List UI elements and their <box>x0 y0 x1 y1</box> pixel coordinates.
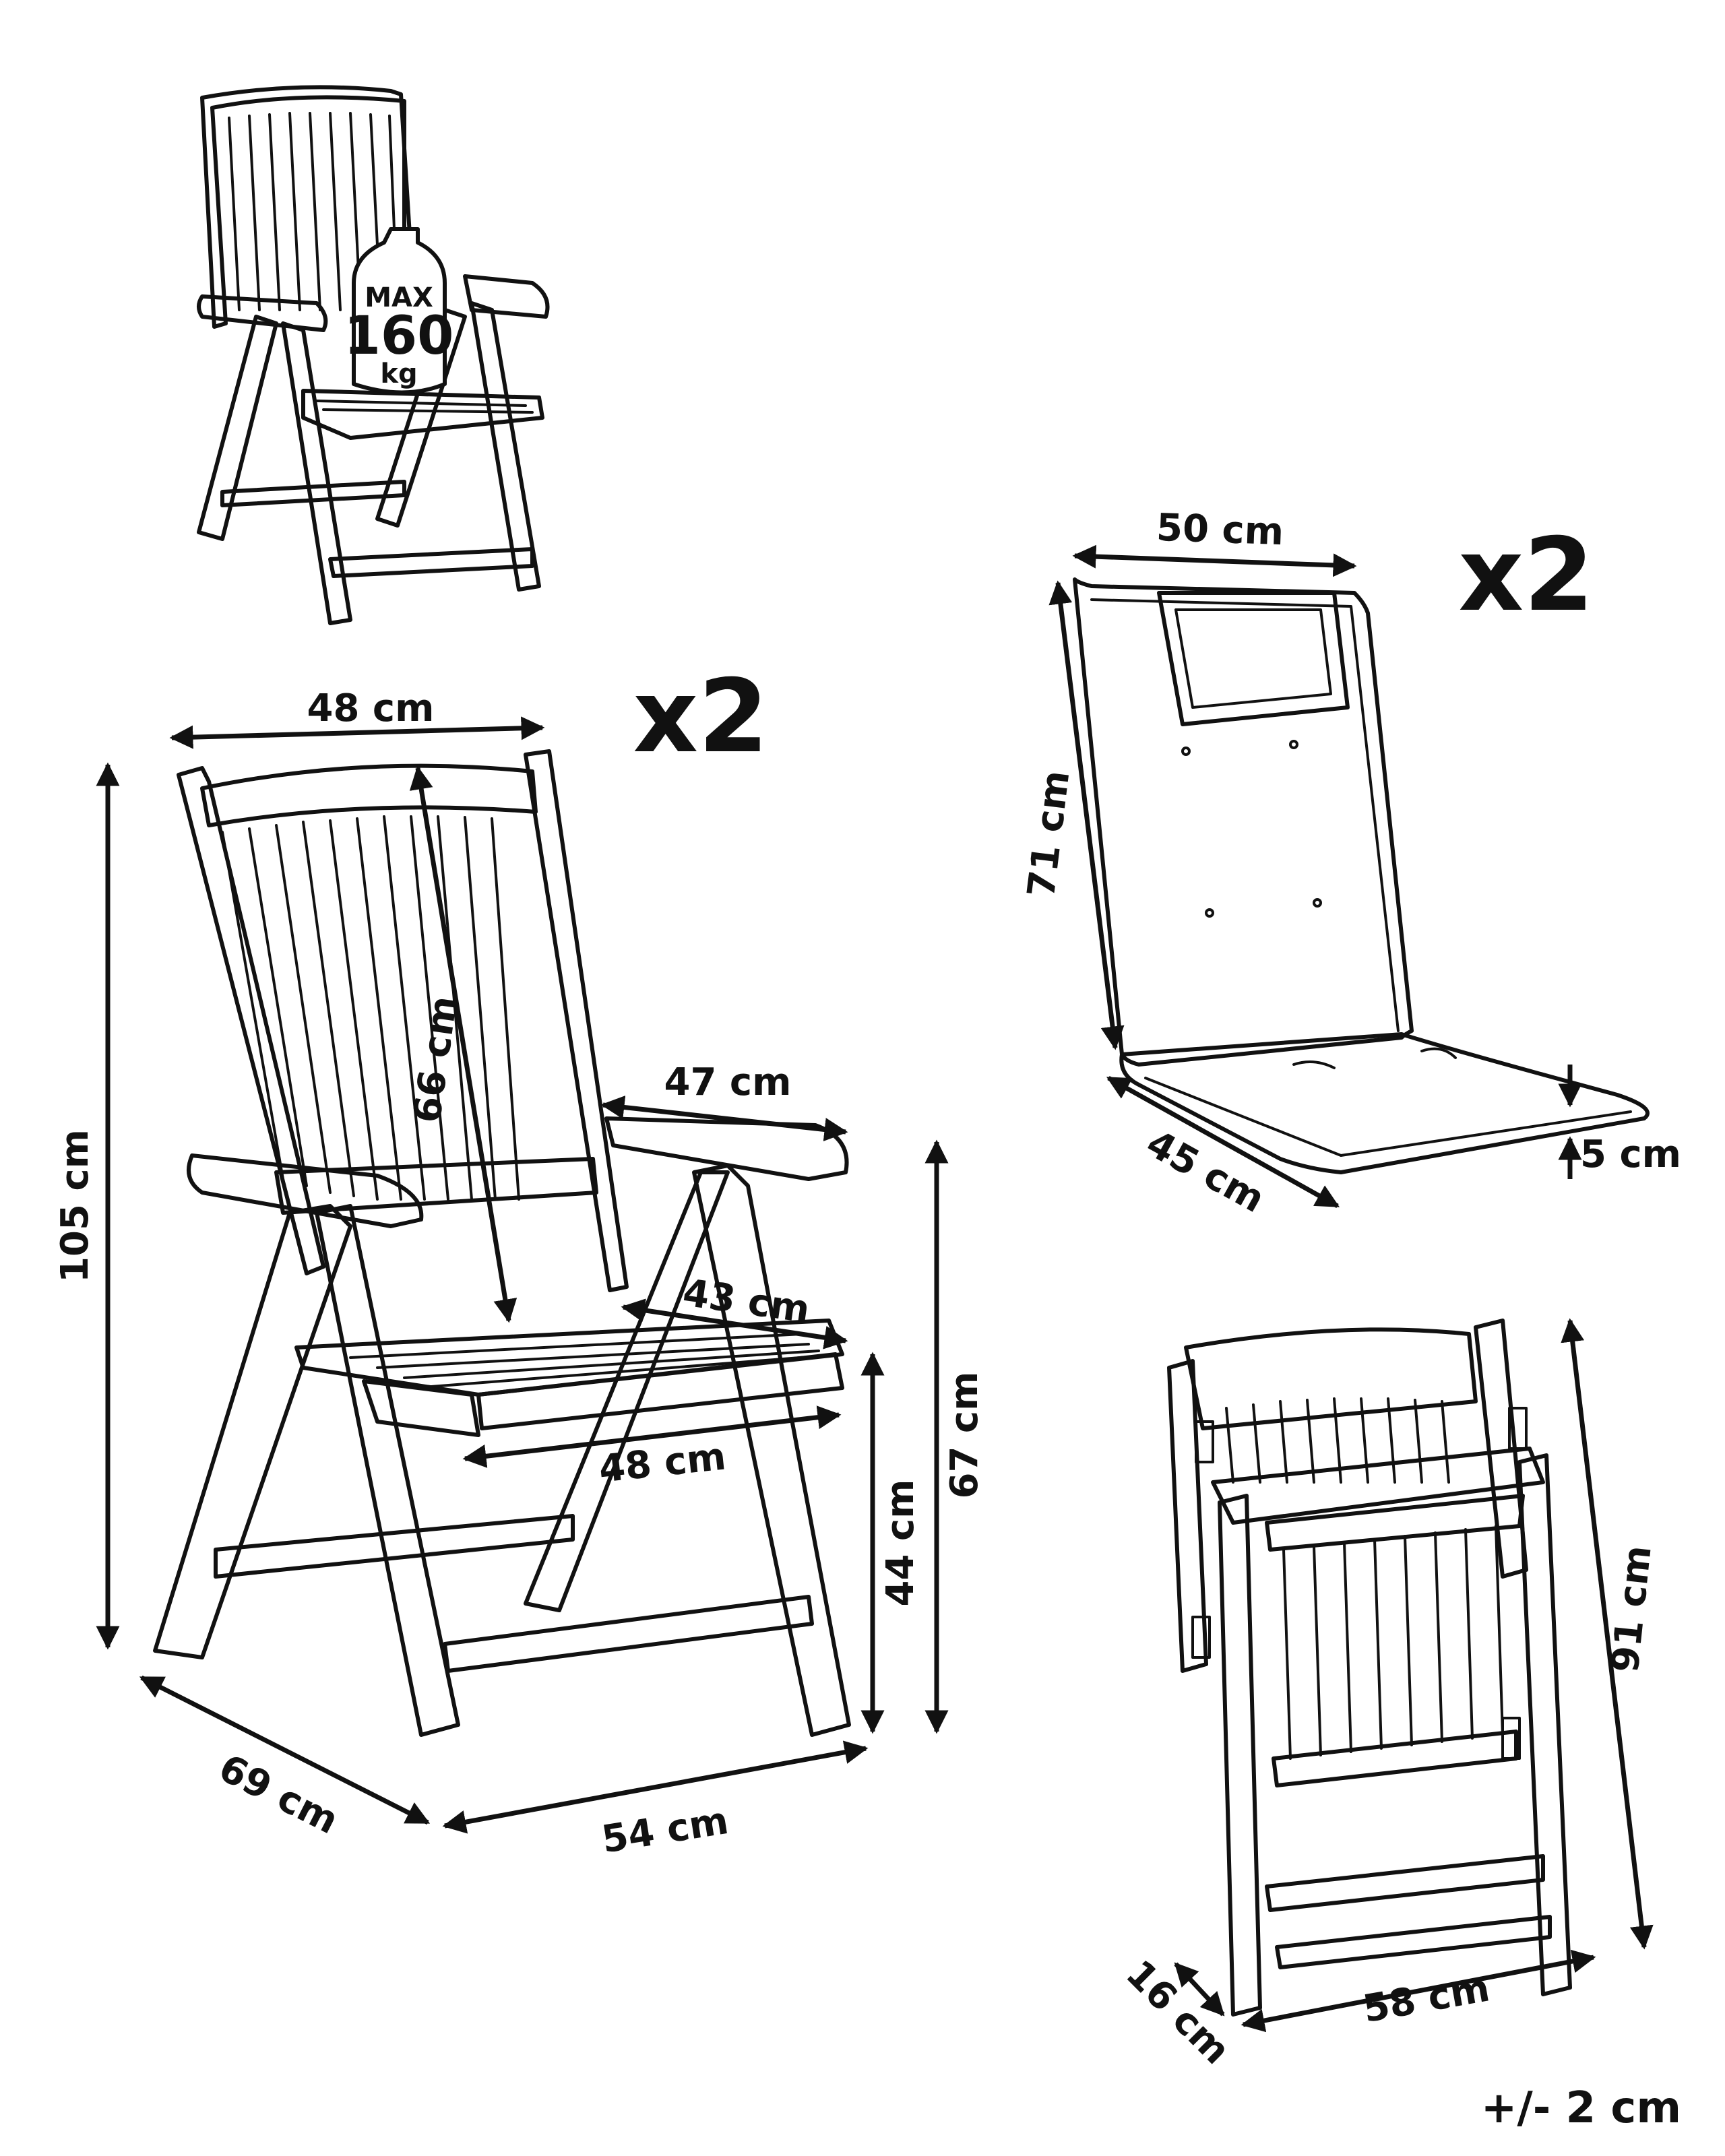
chair-seat-height-label: 44 cm <box>879 1480 922 1607</box>
folded-height-label: 91 cm <box>1603 1544 1660 1675</box>
cushion-width-label: 50 cm <box>1156 506 1284 554</box>
folded-chair-dimension-arrows <box>1174 1318 1654 2033</box>
tolerance-note: +/- 2 cm <box>1481 2083 1681 2133</box>
chair-multiplier: x2 <box>633 658 768 775</box>
cushion-thickness-label: 5 cm <box>1580 1133 1681 1176</box>
weight-badge: MAX 160 kg <box>344 227 454 395</box>
cushion-illustration <box>1073 577 1650 1174</box>
main-chair-dimension-arrows <box>96 716 949 1834</box>
folded-chair-illustration <box>1167 1319 1572 2017</box>
weight-badge-line2: 160 <box>344 306 454 367</box>
weight-badge-line1: MAX <box>365 282 433 313</box>
folded-width-label: 58 cm <box>1360 1966 1493 2031</box>
chair-seat-depth-label: 43 cm <box>680 1271 812 1332</box>
main-chair-illustration <box>153 749 851 1737</box>
chair-backrest-height-label: 66 cm <box>405 993 466 1125</box>
chair-depth-label: 69 cm <box>212 1746 345 1843</box>
small-chair-illustration: MAX 160 kg <box>197 85 550 625</box>
chair-top-width-label: 48 cm <box>307 687 435 730</box>
chair-armrest-length-label: 47 cm <box>664 1060 792 1104</box>
weight-badge-line3: kg <box>380 358 417 389</box>
chair-width-label: 54 cm <box>599 1799 732 1862</box>
cushion-back-length-label: 71 cm <box>1020 768 1079 899</box>
chair-armrest-height-label: 67 cm <box>943 1372 986 1499</box>
chair-total-height-label: 105 cm <box>53 1129 97 1283</box>
cushion-dimension-labels: x2 50 cm 71 cm 45 cm 5 cm <box>1020 506 1681 1222</box>
cushion-multiplier: x2 <box>1458 517 1594 634</box>
cushion-seat-length-label: 45 cm <box>1139 1122 1272 1222</box>
folded-chair-dimension-labels: 91 cm 58 cm 16 cm <box>1117 1544 1660 2073</box>
cushion-dimension-arrows <box>1048 544 1582 1209</box>
